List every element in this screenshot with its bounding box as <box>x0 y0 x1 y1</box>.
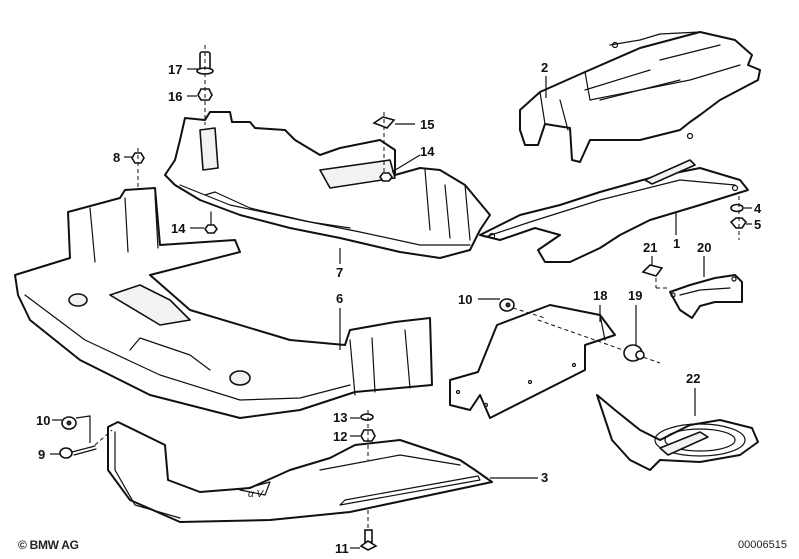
clip-21[interactable] <box>641 264 664 277</box>
nut-10-lower[interactable] <box>61 416 77 430</box>
nut-12[interactable] <box>360 429 376 442</box>
screw-14-left[interactable] <box>204 211 218 234</box>
part-7-center-cover[interactable] <box>164 111 491 259</box>
callout-20: 20 <box>697 240 711 255</box>
callout-1: 1 <box>673 236 680 251</box>
callout-5: 5 <box>754 217 761 232</box>
bolt-9[interactable] <box>59 445 97 459</box>
callout-14b: 14 <box>171 221 186 236</box>
bushing-19[interactable] <box>623 344 645 362</box>
callout-21: 21 <box>643 240 657 255</box>
callout-2: 2 <box>541 60 548 75</box>
screw-11[interactable] <box>359 529 378 551</box>
callout-4: 4 <box>754 201 762 216</box>
callout-19: 19 <box>628 288 642 303</box>
callout-3: 3 <box>541 470 548 485</box>
callout-16: 16 <box>168 89 182 104</box>
part-3-lower-shield[interactable] <box>107 421 493 523</box>
callout-7: 7 <box>336 265 343 280</box>
callout-9: 9 <box>38 447 45 462</box>
part-20-bracket[interactable] <box>669 274 743 319</box>
callout-13: 13 <box>333 410 347 425</box>
callout-22: 22 <box>686 371 700 386</box>
callout-11: 11 <box>335 541 349 556</box>
callout-10b: 10 <box>36 413 50 428</box>
callout-12: 12 <box>333 429 347 444</box>
part-6-underbody-tray[interactable] <box>14 187 433 419</box>
washer-13[interactable] <box>360 413 374 421</box>
nut-5[interactable] <box>729 217 748 229</box>
callout-14a: 14 <box>420 144 435 159</box>
callout-18: 18 <box>593 288 607 303</box>
callout-8: 8 <box>113 150 120 165</box>
part-2-tunnel-shield[interactable] <box>519 31 761 163</box>
callout-15: 15 <box>420 117 434 132</box>
part-marking-text: α V <box>248 489 264 500</box>
washer-4[interactable] <box>730 203 744 213</box>
copyright-text: © BMW AG <box>18 538 79 552</box>
part-18-bracket-plate[interactable] <box>449 304 616 419</box>
nut-10-upper[interactable] <box>499 298 515 312</box>
callout-17: 17 <box>168 62 182 77</box>
part-22-flange-plate[interactable] <box>596 394 759 471</box>
document-number: 00006515 <box>738 539 787 551</box>
callout-6: 6 <box>336 291 343 306</box>
callout-10a: 10 <box>458 292 472 307</box>
screw-14-center[interactable] <box>379 172 393 182</box>
part-1-plate[interactable] <box>479 159 749 263</box>
